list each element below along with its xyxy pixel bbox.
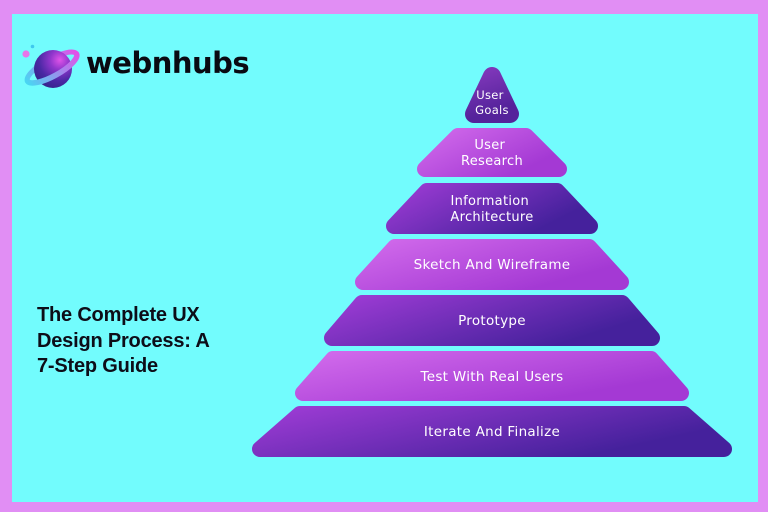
pyramid-layer-prototype bbox=[324, 295, 660, 346]
layer-label-sketch-and-wireframe: Sketch And Wireframe bbox=[414, 257, 571, 273]
layer-label-user-research: User Research bbox=[461, 138, 523, 169]
brand-name: webnhubs bbox=[86, 46, 250, 80]
layer-label-iterate-and-finalize: Iterate And Finalize bbox=[424, 424, 560, 440]
planet-icon bbox=[22, 44, 80, 88]
layer-label-information-architecture: Information Architecture bbox=[450, 194, 533, 225]
pyramid-layer-test-with-real-users bbox=[295, 351, 689, 401]
pyramid-layer-sketch-and-wireframe bbox=[355, 239, 629, 290]
logo-dot-cyan bbox=[30, 44, 35, 49]
brand-logo: webnhubs bbox=[18, 34, 250, 98]
planet-ring-front bbox=[24, 51, 80, 86]
title-line-3: 7-Step Guide bbox=[37, 355, 158, 377]
pyramid-layer-iterate-and-finalize bbox=[252, 406, 732, 457]
layer-label-test-with-real-users: Test With Real Users bbox=[419, 369, 563, 385]
pyramid-layer-user-research bbox=[417, 128, 567, 177]
title-line-1: The Complete UX bbox=[37, 304, 200, 326]
layer-label-prototype: Prototype bbox=[458, 313, 526, 329]
logo-dot-pink bbox=[22, 50, 30, 58]
page-title: The Complete UX Design Process: A 7-Step… bbox=[37, 303, 277, 380]
title-line-2: Design Process: A bbox=[37, 329, 210, 352]
pyramid-layer-user-goals bbox=[465, 67, 519, 123]
layer-label-user-goals: User Goals bbox=[475, 88, 509, 117]
pyramid-layer-information-architecture bbox=[386, 183, 598, 234]
